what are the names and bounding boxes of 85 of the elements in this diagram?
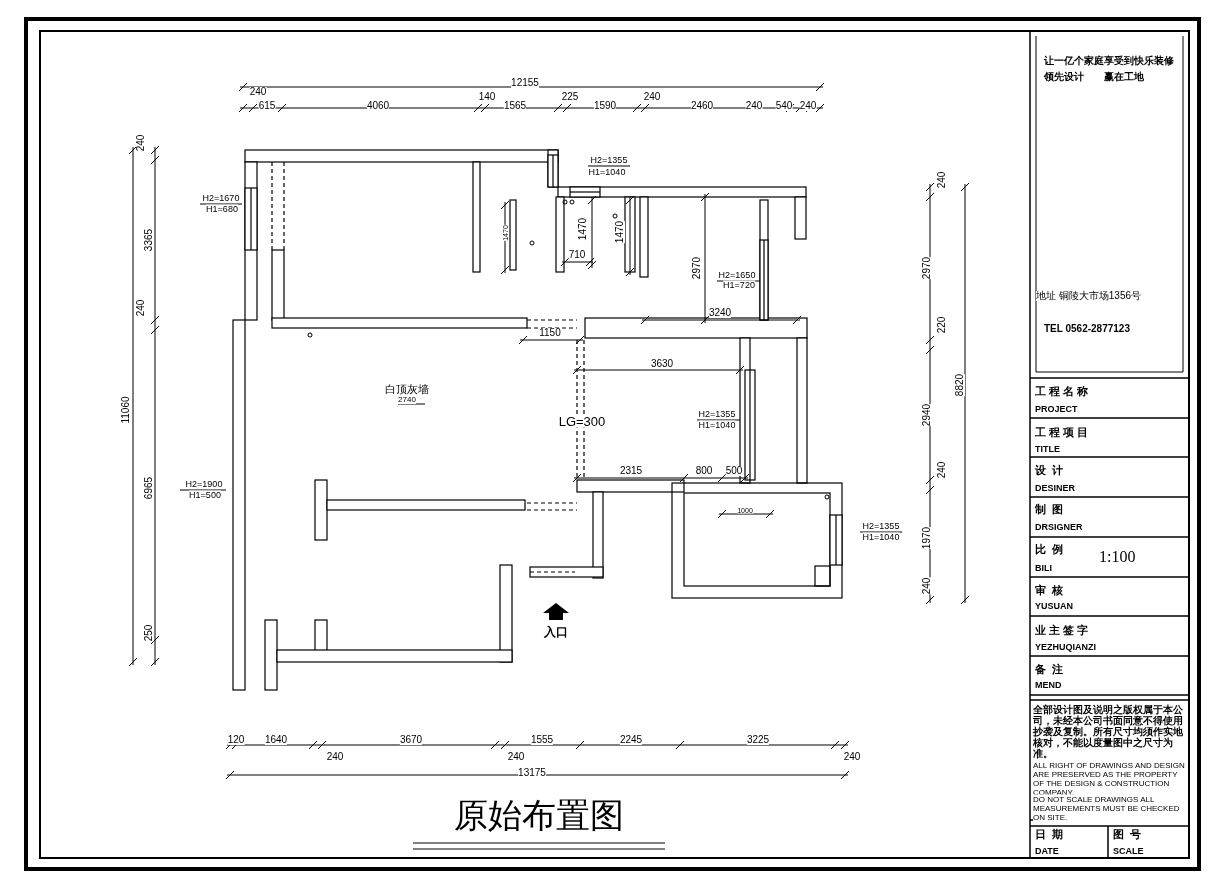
title-block-text: 让一亿个家庭享受到快乐装修 xyxy=(1044,56,1174,66)
dimension-text: 4060 xyxy=(366,101,390,111)
dimension-text: 13175 xyxy=(518,768,546,778)
dimension-text: H1=1040 xyxy=(698,420,736,430)
dimension-text: H2=1355 xyxy=(862,521,900,531)
dimension-text: 240 xyxy=(799,101,817,111)
title-block-text: TITLE xyxy=(1035,444,1060,454)
dimension-text: H1=680 xyxy=(206,204,238,214)
title-block-text: YEZHUQIANZI xyxy=(1035,642,1096,652)
dimension-text: 500 xyxy=(725,466,743,476)
dimension-text: 3225 xyxy=(746,735,770,745)
drawing-title: 原始布置图 xyxy=(454,798,624,832)
title-block-text: DESINER xyxy=(1035,483,1075,493)
dimension-text: H1=720 xyxy=(723,280,755,290)
dimension-text: H2=1900 xyxy=(185,479,223,489)
dimension-text: 2970 xyxy=(692,256,702,280)
dimension-text: 1555 xyxy=(530,735,554,745)
dimension-text: H2=1650 xyxy=(718,270,756,280)
dimension-text: 800 xyxy=(695,466,713,476)
dimension-text: H2=1355 xyxy=(698,409,736,419)
note-text: ALL RIGHT OF DRAWINGS AND DESIGN ARE PRESERVED AS THE PROPERTY OF THE DESIGN & CONSTRUCTION COMPANY. xyxy=(1033,761,1188,797)
title-block-text: DRSIGNER xyxy=(1035,522,1083,532)
title-block-text: PROJECT xyxy=(1035,404,1078,414)
dimension-text: 240 xyxy=(922,577,932,595)
dimension-text: 615 xyxy=(258,101,276,111)
dimension-text: LG=300 xyxy=(558,414,606,428)
title-block-text: 1:100 xyxy=(1099,549,1136,565)
dimension-text: 240 xyxy=(937,461,947,479)
dimension-text: 白顶灰墙 xyxy=(385,383,429,395)
dimension-text: H2=1670 xyxy=(202,193,240,203)
dimension-text: 3630 xyxy=(650,359,674,369)
dimension-text: 3240 xyxy=(708,308,732,318)
dimension-text: 2315 xyxy=(619,466,643,476)
dimension-text: 1150 xyxy=(539,328,561,338)
note-text: DO NOT SCALE DRAWINGS ALL MEASUREMENTS MUST BE CHECKED ON SITE. xyxy=(1033,794,1188,822)
dimension-text: 240 xyxy=(843,752,861,762)
title-block-text: BILI xyxy=(1035,563,1052,573)
title-block-text: 工程名称 xyxy=(1035,385,1091,397)
dimension-text: 710 xyxy=(568,250,586,260)
dimension-text: 540 xyxy=(775,101,793,111)
title-block-text: TEL 0562-2877123 xyxy=(1044,324,1130,334)
title-block-text: SCALE xyxy=(1113,846,1144,856)
dimension-text: 140 xyxy=(478,92,496,102)
dimension-text: 1470 xyxy=(578,217,588,241)
dimension-text: 240 xyxy=(745,101,763,111)
dimension-text: 250 xyxy=(144,624,154,642)
dimension-text: 2245 xyxy=(619,735,643,745)
dimension-text: 120 xyxy=(227,735,245,745)
dimension-text: 1640 xyxy=(264,735,288,745)
title-block-text: 地址 铜陵大市场1356号 xyxy=(1036,291,1142,301)
title-block-text: MEND xyxy=(1035,680,1062,690)
dimension-text: 220 xyxy=(937,316,947,334)
dimension-text: 2460 xyxy=(690,101,714,111)
note-text: 全部设计图及说明之版权属于本公司，未经本公司书面同意不得使用抄袭及复制。所有尺寸均须作实地核对，不能以度量图中之尺寸为准。 xyxy=(1033,703,1187,759)
dimension-text: 8820 xyxy=(955,373,965,397)
title-block-text: 领先设计 xyxy=(1044,72,1084,82)
dimension-text: 3670 xyxy=(399,735,423,745)
dimension-text: 240 xyxy=(507,752,525,762)
dimension-text: 240 xyxy=(136,299,146,317)
dimension-text: 1470 xyxy=(615,220,625,244)
dimension-text: 1970 xyxy=(922,526,932,550)
dimension-text: 入口 xyxy=(544,626,568,638)
dimension-text: H1=500 xyxy=(189,490,221,500)
dimension-text: 3365 xyxy=(144,228,154,252)
dimension-text: 240 xyxy=(249,87,267,97)
dimension-text: 11060 xyxy=(121,396,131,424)
dimension-text: 6965 xyxy=(144,476,154,500)
dimension-text: 240 xyxy=(136,134,146,152)
dimension-text: H1=1040 xyxy=(588,167,626,177)
title-block-text: 业主签字 xyxy=(1035,624,1091,636)
dimension-text: 240 xyxy=(937,171,947,189)
dimension-text: 225 xyxy=(561,92,579,102)
dimension-text: 240 xyxy=(326,752,344,762)
title-block-text: DATE xyxy=(1035,846,1059,856)
dimension-text: 2940 xyxy=(922,403,932,427)
dimension-text: H1=1040 xyxy=(862,532,900,542)
dimension-text: 2740 xyxy=(398,396,416,404)
dimension-text: 12155 xyxy=(511,78,539,88)
dimension-text: 2970 xyxy=(922,256,932,280)
dimension-text: 240 xyxy=(643,92,661,102)
dimension-text: 1590 xyxy=(593,101,617,111)
dimension-text: H2=1355 xyxy=(590,155,628,165)
dimension-text: 1565 xyxy=(503,101,527,111)
title-block-text: YUSUAN xyxy=(1035,601,1073,611)
title-block-text: 赢在工地 xyxy=(1104,72,1144,82)
